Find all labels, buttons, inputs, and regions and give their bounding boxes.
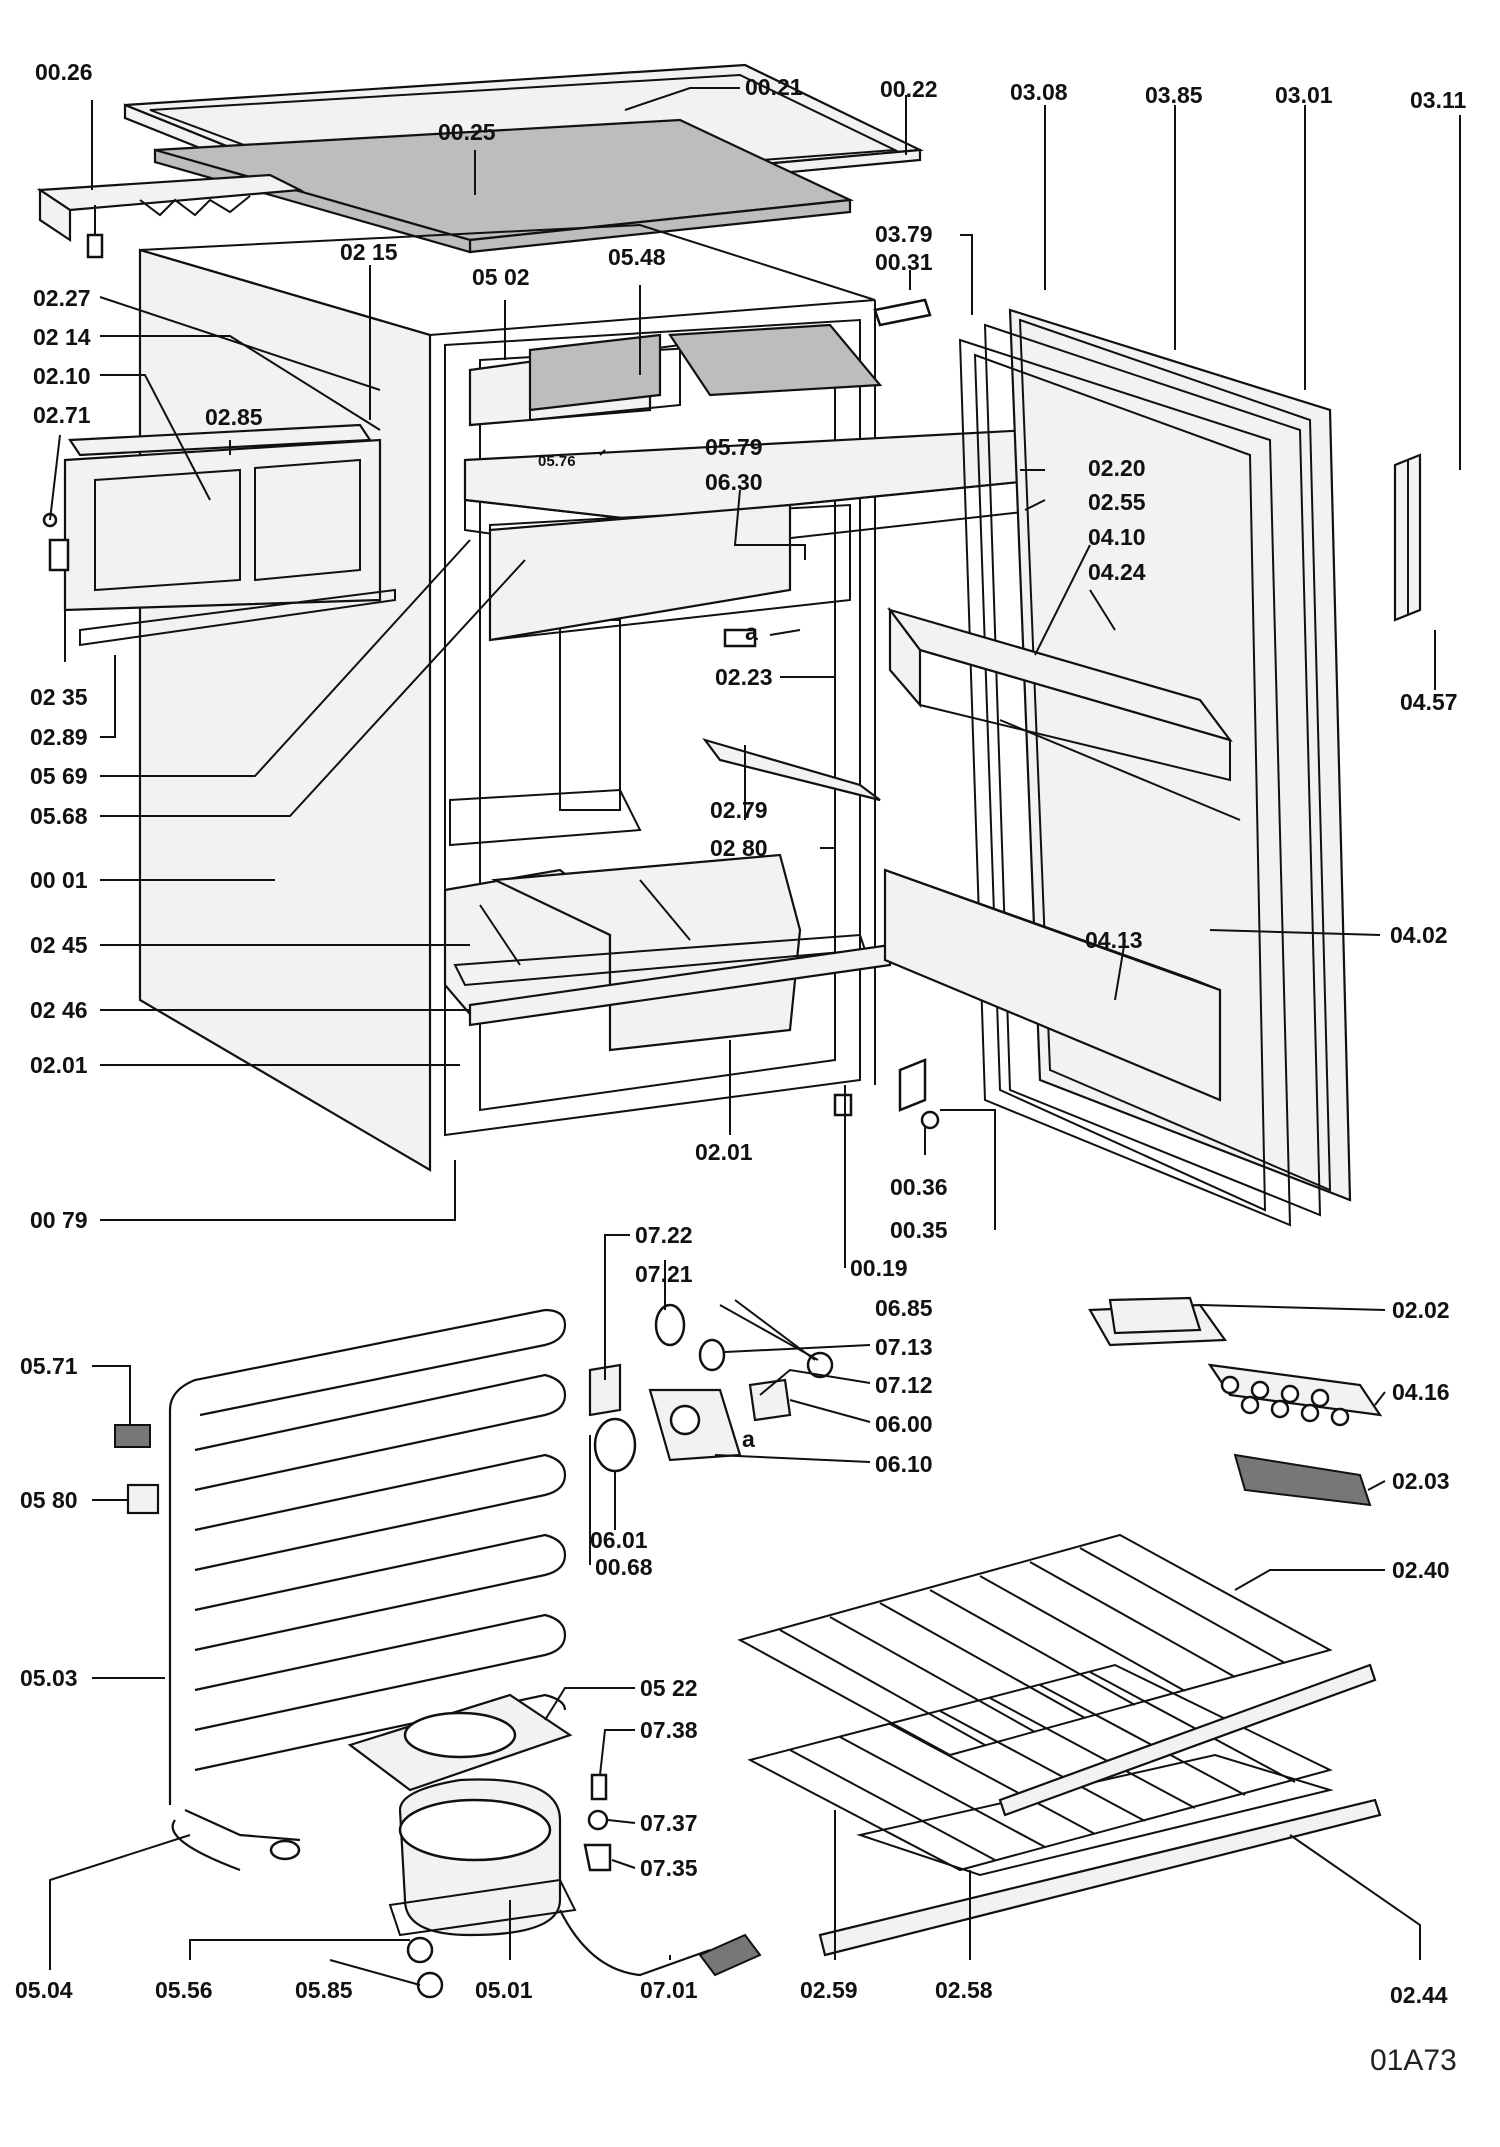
label-02-79: 02.79 bbox=[710, 797, 768, 823]
egg-tray-holes bbox=[1220, 1375, 1350, 1427]
shelf-rail bbox=[468, 738, 892, 1027]
label-02-89: 02.89 bbox=[30, 724, 88, 750]
part-labels: 00.26 00.21 00.22 03.08 03.85 03.01 03.1… bbox=[15, 59, 1466, 2077]
cover-plate bbox=[488, 503, 792, 648]
label-07-01: 07.01 bbox=[640, 1977, 698, 2003]
label-00-21: 00.21 bbox=[745, 74, 803, 100]
label-00-26: 00.26 bbox=[35, 59, 93, 85]
label-05-48: 05.48 bbox=[608, 244, 666, 270]
label-03-79: 03.79 bbox=[875, 221, 933, 247]
freezer-compartment bbox=[463, 323, 1042, 642]
label-03-85: 03.85 bbox=[1145, 82, 1203, 108]
label-02-46: 02 46 bbox=[30, 997, 88, 1023]
label-05-76: 05.76 bbox=[538, 453, 576, 470]
label-02-02: 02.02 bbox=[1392, 1297, 1450, 1323]
label-00-35: 00.35 bbox=[890, 1217, 948, 1243]
label-05-69: 05 69 bbox=[30, 763, 88, 789]
label-05-71: 05.71 bbox=[20, 1353, 78, 1379]
label-05-22: 05 22 bbox=[640, 1675, 698, 1701]
label-07-38: 07.38 bbox=[640, 1717, 698, 1743]
label-02-55: 02.55 bbox=[1088, 489, 1146, 515]
label-05-04: 05.04 bbox=[15, 1977, 73, 2003]
label-05-03: 05.03 bbox=[20, 1665, 78, 1691]
label-02-15: 02 15 bbox=[340, 239, 398, 265]
thermostat-controls bbox=[588, 1299, 834, 1473]
label-02-01-left: 02.01 bbox=[30, 1052, 88, 1078]
label-a-lower: a bbox=[742, 1426, 755, 1452]
label-02-85: 02.85 bbox=[205, 404, 263, 430]
label-04-02: 04.02 bbox=[1390, 922, 1448, 948]
condenser-coil bbox=[168, 1308, 567, 1872]
label-02-44: 02.44 bbox=[1390, 1982, 1448, 2008]
label-02-35: 02 35 bbox=[30, 684, 88, 710]
label-07-13: 07.13 bbox=[875, 1334, 933, 1360]
label-07-21: 07.21 bbox=[635, 1261, 693, 1287]
label-02-23: 02.23 bbox=[715, 664, 773, 690]
drawing-code: 01A73 bbox=[1370, 2044, 1457, 2077]
compressor-unit bbox=[347, 1693, 762, 1999]
label-00-31: 00.31 bbox=[875, 249, 933, 275]
label-05-79: 05.79 bbox=[705, 434, 763, 460]
label-04-13: 04.13 bbox=[1085, 927, 1143, 953]
insulation-board bbox=[153, 118, 855, 254]
label-02-20: 02.20 bbox=[1088, 455, 1146, 481]
label-a-upper: a bbox=[745, 619, 758, 645]
label-02-10: 02.10 bbox=[33, 363, 91, 389]
side-shelf-supports bbox=[42, 423, 396, 647]
label-02-14: 02 14 bbox=[33, 324, 91, 350]
top-rear-bracket bbox=[36, 173, 304, 259]
label-02-01-center: 02.01 bbox=[695, 1139, 753, 1165]
label-02-45: 02 45 bbox=[30, 932, 88, 958]
label-06-01: 06.01 bbox=[590, 1527, 648, 1553]
label-02-58: 02.58 bbox=[935, 1977, 993, 2003]
label-07-12: 07.12 bbox=[875, 1372, 933, 1398]
label-04-57: 04.57 bbox=[1400, 689, 1458, 715]
label-03-11: 03.11 bbox=[1410, 87, 1466, 113]
label-02-03: 02.03 bbox=[1392, 1468, 1450, 1494]
label-00-68: 00.68 bbox=[595, 1554, 653, 1580]
label-00-19: 00.19 bbox=[850, 1255, 908, 1281]
label-06-30: 06.30 bbox=[705, 469, 763, 495]
crisper-drawers bbox=[443, 853, 867, 1052]
label-00-22: 00.22 bbox=[880, 76, 938, 102]
label-02-40: 02.40 bbox=[1392, 1557, 1450, 1583]
label-05-80: 05 80 bbox=[20, 1487, 78, 1513]
label-03-01: 03.01 bbox=[1275, 82, 1333, 108]
hinges bbox=[833, 298, 940, 1130]
label-05-56: 05.56 bbox=[155, 1977, 213, 2003]
label-02-59: 02.59 bbox=[800, 1977, 858, 2003]
label-05-02: 05 02 bbox=[472, 264, 530, 290]
label-04-10: 04.10 bbox=[1088, 524, 1146, 550]
label-02-80: 02 80 bbox=[710, 835, 768, 861]
label-00-36: 00.36 bbox=[890, 1174, 948, 1200]
label-05-01: 05.01 bbox=[475, 1977, 533, 2003]
label-05-68: 05.68 bbox=[30, 803, 88, 829]
leader-lines bbox=[49, 87, 1461, 1986]
label-06-10: 06.10 bbox=[875, 1451, 933, 1477]
label-07-37: 07.37 bbox=[640, 1810, 698, 1836]
label-00-79: 00 79 bbox=[30, 1207, 88, 1233]
label-05-85: 05.85 bbox=[295, 1977, 353, 2003]
shelf-wires bbox=[779, 1547, 1296, 1861]
label-04-24: 04.24 bbox=[1088, 559, 1146, 585]
label-07-22: 07.22 bbox=[635, 1222, 693, 1248]
small-components bbox=[114, 1424, 160, 1515]
label-00-25: 00.25 bbox=[438, 119, 496, 145]
label-03-08: 03.08 bbox=[1010, 79, 1068, 105]
label-07-35: 07.35 bbox=[640, 1855, 698, 1881]
door-assembly bbox=[883, 308, 1352, 1227]
label-06-85: 06.85 bbox=[875, 1295, 933, 1321]
wire-shelves bbox=[737, 1533, 1382, 1957]
label-02-27: 02.27 bbox=[33, 285, 91, 311]
label-00-01: 00 01 bbox=[30, 867, 88, 893]
ice-accessories bbox=[1088, 1296, 1383, 1507]
label-06-00: 06.00 bbox=[875, 1411, 933, 1437]
door-handle bbox=[1393, 453, 1422, 622]
label-02-71: 02.71 bbox=[33, 402, 91, 428]
label-04-16: 04.16 bbox=[1392, 1379, 1450, 1405]
